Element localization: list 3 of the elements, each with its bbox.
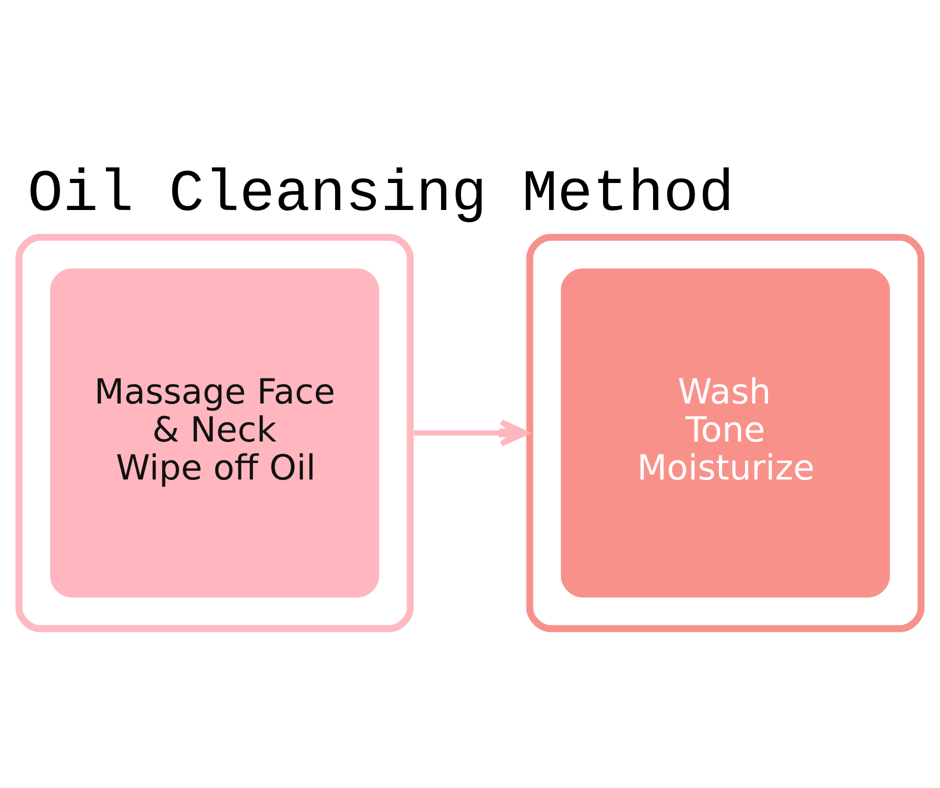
- diagram-title: Oil Cleansing Method: [28, 160, 734, 228]
- node-box: Massage Face & Neck Wipe off Oil: [16, 234, 414, 632]
- node-box: Wash Tone Moisturize: [526, 234, 924, 632]
